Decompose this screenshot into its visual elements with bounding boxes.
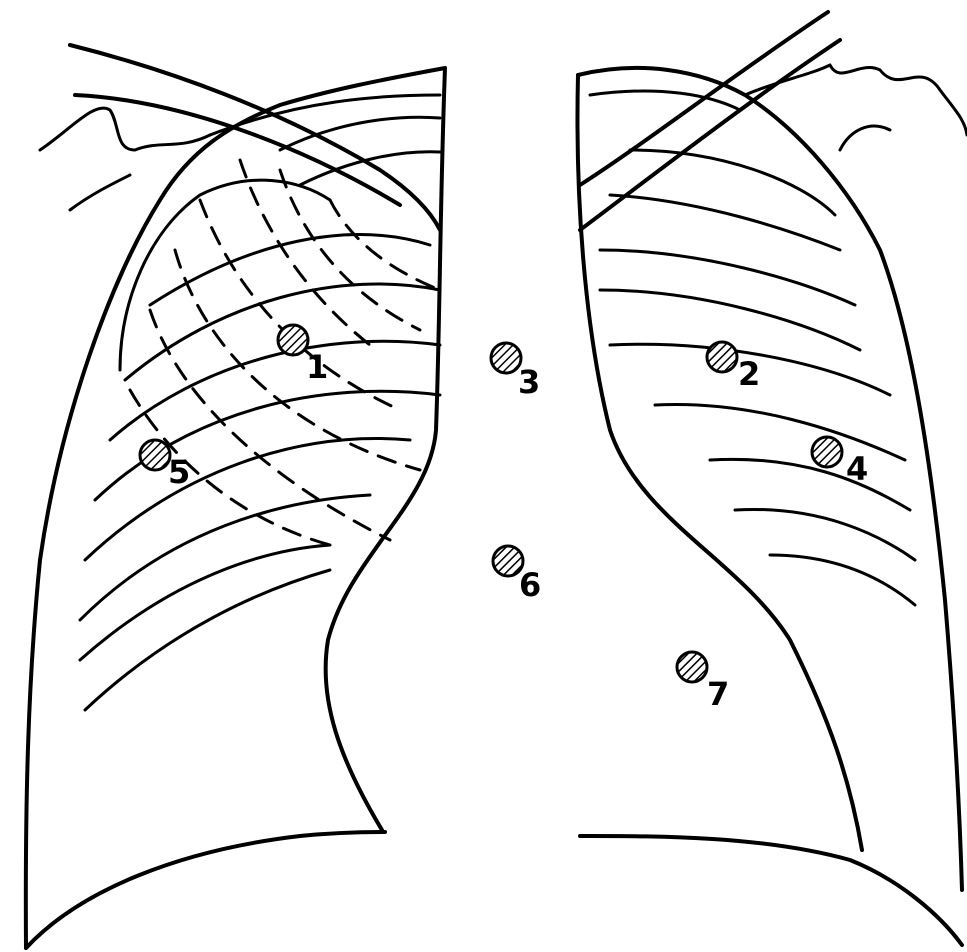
right-rib-dashed (200, 200, 400, 410)
left-diaphragm (580, 836, 962, 945)
marker-dot (491, 343, 521, 373)
marker-6: 6 (493, 546, 541, 604)
marker-dot (677, 652, 707, 682)
right-clavicle (70, 45, 440, 230)
marker-dot (812, 437, 842, 467)
left-lung (577, 12, 967, 890)
marker-1: 1 (278, 325, 328, 386)
marker-2: 2 (707, 342, 760, 393)
left-rib (600, 290, 860, 350)
right-rib-dashed (150, 310, 390, 540)
right-rib (80, 545, 330, 660)
right-rib (300, 152, 440, 185)
left-shoulder (745, 65, 967, 135)
marker-dot (140, 440, 170, 470)
marker-dot (278, 325, 308, 355)
marker-3: 3 (491, 343, 540, 401)
marker-label: 7 (707, 675, 729, 713)
left-lung-outline (577, 68, 962, 890)
marker-label: 3 (518, 363, 540, 401)
left-rib (630, 150, 835, 215)
marker-label: 5 (168, 453, 190, 491)
marker-7: 7 (677, 652, 729, 713)
marker-5: 5 (140, 440, 190, 491)
right-lung (26, 45, 445, 948)
marker-4: 4 (812, 437, 868, 488)
right-clavicle-lower (75, 95, 400, 205)
right-rib (85, 439, 410, 561)
left-rib (600, 250, 855, 305)
right-lung-outline (26, 68, 445, 948)
left-rib (770, 555, 915, 605)
right-rib (80, 495, 370, 620)
marker-label: 2 (738, 355, 760, 393)
right-shoulder-mark (70, 175, 130, 210)
left-rib (735, 509, 915, 560)
right-rib (280, 117, 440, 150)
marker-label: 4 (846, 450, 868, 488)
right-rib-dashed (280, 170, 420, 330)
left-rib (590, 91, 740, 110)
right-diaphragm (26, 832, 385, 948)
left-rib (710, 459, 910, 510)
left-shoulder-mark (840, 126, 890, 150)
marker-label: 6 (519, 566, 541, 604)
marker-dot (707, 342, 737, 372)
marker-label: 1 (306, 348, 328, 386)
right-rib (85, 570, 330, 710)
left-rib (610, 195, 840, 250)
